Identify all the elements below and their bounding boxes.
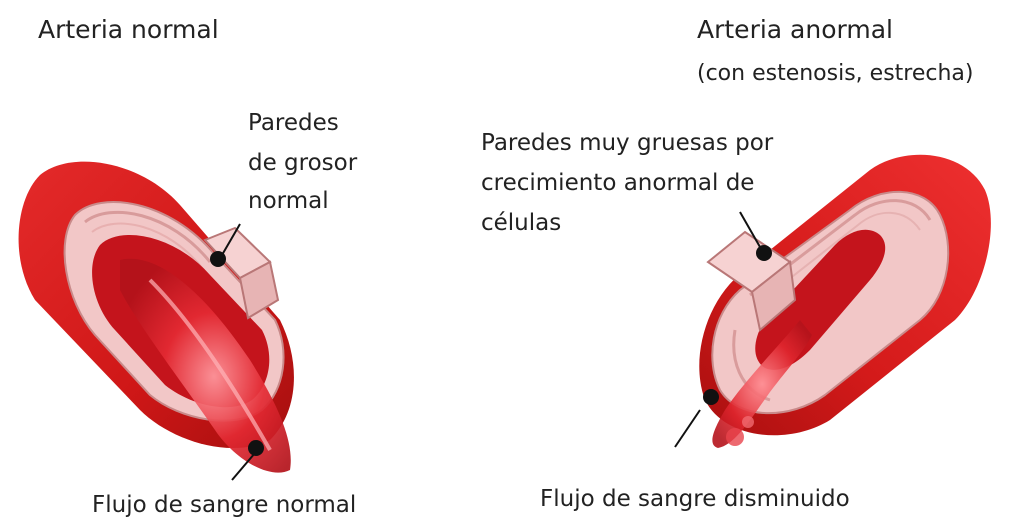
normal-artery [19, 162, 294, 480]
abnormal-flow-marker [703, 389, 719, 405]
abnormal-artery [675, 155, 991, 448]
abnormal-wall-marker [756, 245, 772, 261]
normal-wall-marker [210, 251, 226, 267]
normal-flow-marker [248, 440, 264, 456]
